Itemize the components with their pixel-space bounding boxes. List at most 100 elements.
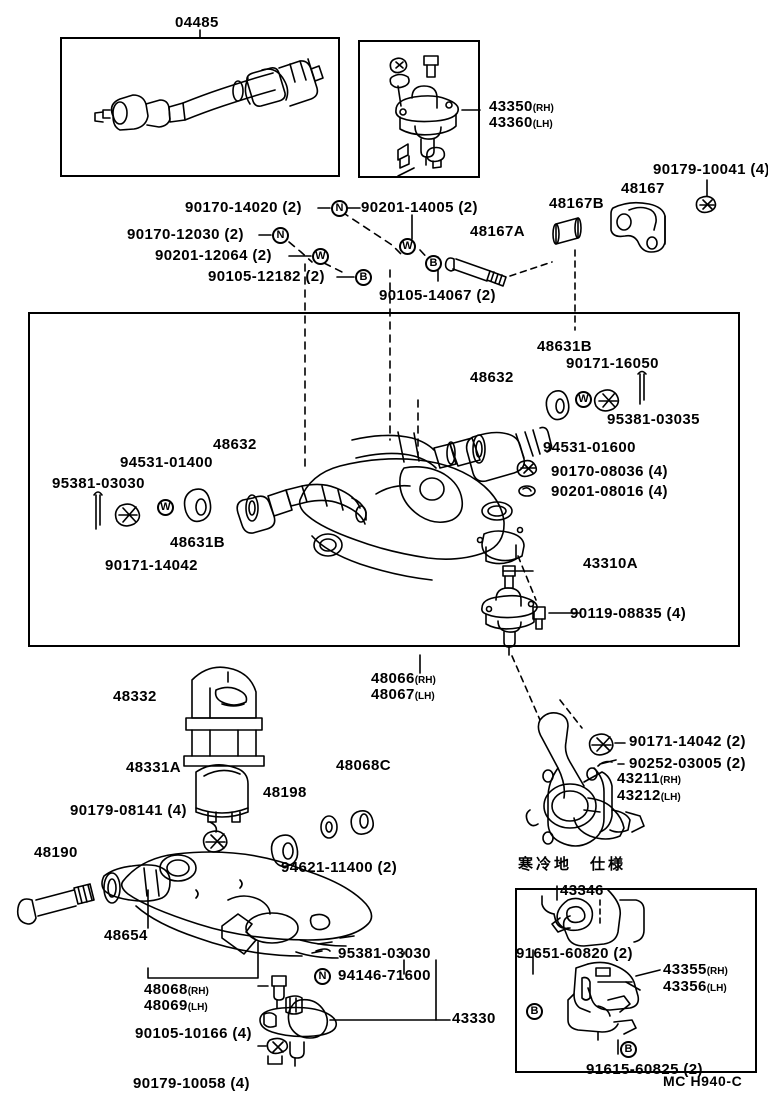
label-48069-number: 48069 — [144, 997, 188, 1014]
art-upper-ball-joint-43310A — [481, 565, 546, 656]
label-43350-suffix: (RH) — [532, 103, 554, 114]
footer-code: MC H940-C — [663, 1073, 743, 1089]
art-upper-control-arm — [298, 458, 525, 581]
kit-box-04485 — [60, 37, 340, 177]
label-90119-08835: 90119-08835 (4) — [570, 605, 687, 622]
label-90170-14020: 90170-14020 (2) — [185, 199, 302, 216]
label-94531-01600: 94531-01600 — [543, 439, 636, 456]
art-bracket-48167 — [610, 201, 666, 253]
label-48066-suffix: (RH) — [414, 675, 436, 686]
art-strut-rod-04485 — [94, 58, 324, 131]
label-94531-01400: 94531-01400 — [120, 454, 213, 471]
label-90170-12030: 90170-12030 (2) — [127, 226, 244, 243]
label-43355-number: 43355 — [663, 961, 707, 978]
label-91615-60825: 91615-60825 (2) — [586, 1061, 703, 1078]
label-90105-10166: 90105-10166 (4) — [135, 1025, 252, 1042]
label-48069-suffix: (LH) — [187, 1002, 208, 1013]
label-43356-lh: 43356(LH) — [663, 979, 727, 994]
label-90170-08036: 90170-08036 (4) — [551, 463, 668, 480]
label-43360-lh: 43360(LH) — [489, 115, 553, 130]
label-90252-03005: 90252-03005 (2) — [629, 755, 746, 772]
label-43355-rh: 43355(RH) — [663, 962, 728, 977]
art-cold-spec-inset — [541, 889, 661, 1041]
art-nut-90179-08141 — [202, 830, 228, 853]
label-48167: 48167 — [621, 180, 665, 197]
symbol-w-1: W — [312, 248, 329, 265]
label-90179-10058: 90179-10058 (4) — [133, 1075, 250, 1092]
symbol-w-2: W — [399, 238, 416, 255]
art-bumper-48331A — [195, 764, 249, 833]
art-knuckle-fasteners — [588, 733, 617, 767]
label-90171-14042-knuckle: 90171-14042 (2) — [629, 733, 746, 750]
art-lower-ball-joint-43330 — [259, 975, 338, 1067]
label-43211-rh: 43211(RH) — [617, 771, 681, 786]
art-bolt-48167A — [444, 257, 507, 287]
label-90171-16050: 90171-16050 — [566, 355, 659, 372]
symbol-b-inset-bottom: B — [620, 1041, 637, 1058]
label-90179-10041: 90179-10041 (4) — [653, 161, 768, 178]
label-48069-lh: 48069(LH) — [144, 998, 208, 1013]
inset-title-japanese: 寒冷地 仕様 — [518, 855, 627, 873]
label-43350-rh: 43350(RH) — [489, 99, 554, 114]
label-48332: 48332 — [113, 688, 157, 705]
label-48631B-left: 48631B — [170, 534, 225, 551]
label-95381-03030-left: 95381-03030 — [52, 475, 145, 492]
label-48654: 48654 — [104, 927, 148, 944]
label-48198: 48198 — [263, 784, 307, 801]
label-90105-12182: 90105-12182 (2) — [208, 268, 325, 285]
symbol-b-2: B — [425, 255, 442, 272]
label-48331A: 48331A — [126, 759, 181, 776]
main-upper-arm-box — [28, 312, 740, 647]
label-95381-03030-lower: 95381-03030 — [338, 945, 431, 962]
label-43212-suffix: (LH) — [660, 792, 681, 803]
label-43360-suffix: (LH) — [532, 119, 553, 130]
label-90201-08016: 90201-08016 (4) — [551, 483, 668, 500]
label-48068-number: 48068 — [144, 981, 188, 998]
label-04485: 04485 — [175, 14, 219, 31]
symbol-w-right-bush: W — [575, 391, 592, 408]
art-left-bush-train — [93, 483, 367, 534]
art-qty-fasteners — [516, 459, 538, 497]
symbol-b-inset-top: B — [526, 1003, 543, 1020]
label-43356-number: 43356 — [663, 978, 707, 995]
label-91651-60820: 91651-60820 (2) — [516, 945, 633, 962]
art-bush-48654 — [101, 864, 171, 904]
cold-spec-inset-box — [515, 888, 757, 1073]
label-43212-number: 43212 — [617, 787, 661, 804]
ball-joint-box — [358, 40, 480, 178]
label-90179-08141: 90179-08141 (4) — [70, 802, 187, 819]
label-48167B: 48167B — [549, 195, 604, 212]
label-48068-suffix: (RH) — [187, 986, 209, 997]
art-lower-control-arm — [120, 851, 373, 959]
label-90105-14067: 90105-14067 (2) — [379, 287, 496, 304]
label-48067-number: 48067 — [371, 686, 415, 703]
label-48167A: 48167A — [470, 223, 525, 240]
art-nut-90179-10041 — [695, 179, 717, 214]
symbol-n-1: N — [331, 200, 348, 217]
label-43330: 43330 — [452, 1010, 496, 1027]
label-43350-number: 43350 — [489, 98, 533, 115]
label-48067-lh: 48067(LH) — [371, 687, 435, 702]
label-43360-number: 43360 — [489, 114, 533, 131]
symbol-n-2: N — [272, 227, 289, 244]
label-43211-number: 43211 — [617, 770, 660, 787]
art-steering-knuckle-43211 — [525, 712, 645, 847]
label-48190: 48190 — [34, 844, 78, 861]
label-48068C: 48068C — [336, 757, 391, 774]
label-43356-suffix: (LH) — [706, 983, 727, 994]
label-48067-suffix: (LH) — [414, 691, 435, 702]
label-94146-71600: 94146-71600 — [338, 967, 431, 984]
label-48631B-right: 48631B — [537, 338, 592, 355]
label-48632-right: 48632 — [470, 369, 514, 386]
label-43212-lh: 43212(LH) — [617, 788, 681, 803]
label-95381-03035: 95381-03035 — [607, 411, 700, 428]
art-collar-48167B — [552, 217, 582, 245]
label-43211-suffix: (RH) — [659, 775, 681, 786]
label-43355-suffix: (RH) — [706, 966, 728, 977]
label-90201-12064: 90201-12064 (2) — [155, 247, 272, 264]
label-48066-number: 48066 — [371, 670, 415, 687]
art-cover-48332 — [183, 666, 265, 767]
symbol-b-1: B — [355, 269, 372, 286]
label-43310A: 43310A — [583, 555, 638, 572]
